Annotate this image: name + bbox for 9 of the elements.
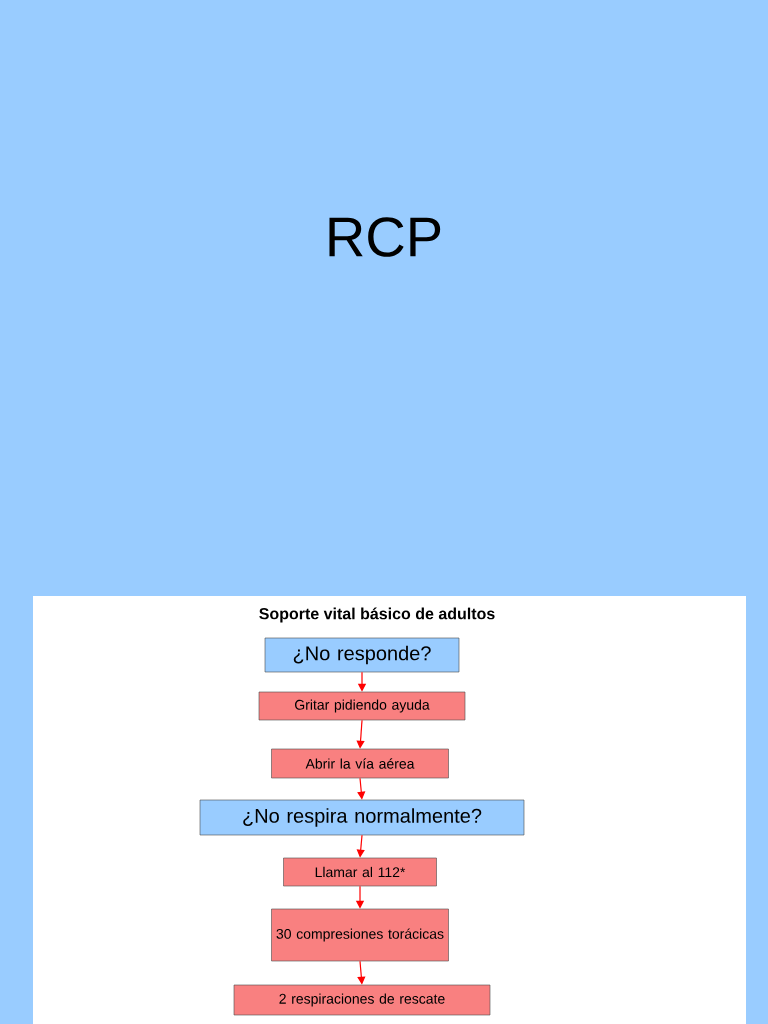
action-box: 2 respiraciones de rescate bbox=[233, 984, 491, 1016]
action-box: 30 compresiones torácicas bbox=[271, 908, 449, 962]
question-box: ¿No respira normalmente? bbox=[199, 799, 525, 836]
action-box: Abrir la vía aérea bbox=[271, 748, 449, 779]
action-box: Gritar pidiendo ayuda bbox=[258, 691, 466, 721]
slide-title: RCP bbox=[329, 217, 441, 257]
action-box: Llamar al 112* bbox=[283, 857, 437, 887]
question-box: ¿No responde? bbox=[264, 637, 460, 673]
chart-heading: Soporte vital básico de adultos bbox=[259, 607, 495, 623]
